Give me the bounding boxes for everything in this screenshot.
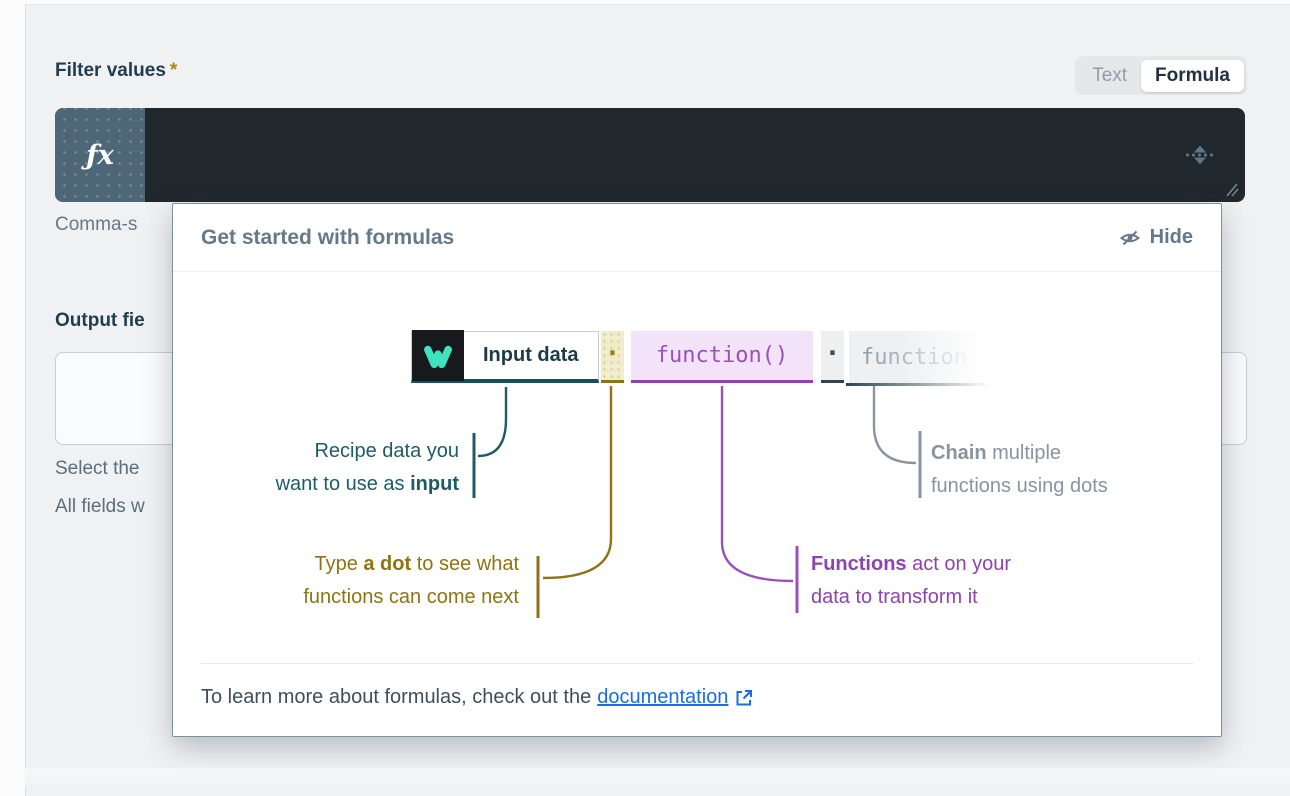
vertical-expand-icon[interactable]	[1186, 145, 1213, 165]
function-chip-label: function()	[655, 343, 789, 368]
popup-footer-divider	[201, 663, 1193, 664]
resize-handle-icon[interactable]	[1223, 183, 1239, 197]
output-help-text-line2: All fields w	[55, 496, 145, 517]
panel-bottom-band	[25, 768, 1290, 786]
dot-chip-1-glyph: .	[604, 331, 621, 362]
text-formula-toggle: Text Formula	[1075, 56, 1247, 95]
toggle-text-option[interactable]: Text	[1078, 60, 1141, 92]
annotation-type-a-dot: Type a dot to see what functions can com…	[303, 553, 519, 608]
input-data-chip-label: Input data	[483, 344, 579, 366]
fx-badge-icon: ƒx	[86, 139, 114, 171]
toggle-formula-option[interactable]: Formula	[1141, 59, 1244, 92]
annotation-functions: Functions act on your data to transform …	[811, 553, 1012, 608]
output-help-text-line1: Select the	[55, 458, 140, 479]
external-link-icon[interactable]	[734, 688, 754, 708]
function-chip: function()	[631, 331, 813, 383]
annotation-chain: Chain multiple functions using dots	[931, 442, 1108, 497]
hide-button-label: Hide	[1149, 226, 1193, 248]
footer-text: To learn more about formulas, check out …	[201, 686, 592, 708]
dot-chip-2-glyph: .	[824, 331, 841, 362]
chained-function-chip-label: function	[861, 344, 967, 370]
filter-values-label: Filter values*	[55, 60, 177, 82]
fx-badge: ƒx	[55, 108, 145, 202]
hide-button[interactable]: Hide	[1119, 226, 1193, 249]
documentation-link[interactable]: documentation	[597, 686, 729, 708]
output-fields-label: Output fie	[55, 310, 145, 331]
chained-function-chip: function	[846, 331, 990, 386]
workato-logo-icon	[412, 330, 464, 381]
popup-title: Get started with formulas	[201, 225, 455, 249]
filter-values-label-text: Filter values	[55, 60, 166, 81]
get-started-popup: Get started with formulas Hide Input dat…	[172, 203, 1222, 737]
dot-chip-2: .	[821, 331, 844, 383]
input-data-chip: Input data	[411, 330, 599, 383]
filter-help-text: Comma-s	[55, 214, 138, 235]
popup-header: Get started with formulas Hide	[173, 204, 1221, 272]
popup-footer: To learn more about formulas, check out …	[201, 686, 754, 709]
formula-editor-field[interactable]: ƒx	[55, 108, 1245, 202]
eye-off-icon	[1119, 230, 1140, 245]
annotation-input-data: Recipe data you want to use as input	[275, 440, 459, 495]
formula-code-input[interactable]	[145, 108, 1245, 202]
dot-chip-1: .	[601, 331, 624, 383]
required-asterisk: *	[169, 60, 178, 81]
